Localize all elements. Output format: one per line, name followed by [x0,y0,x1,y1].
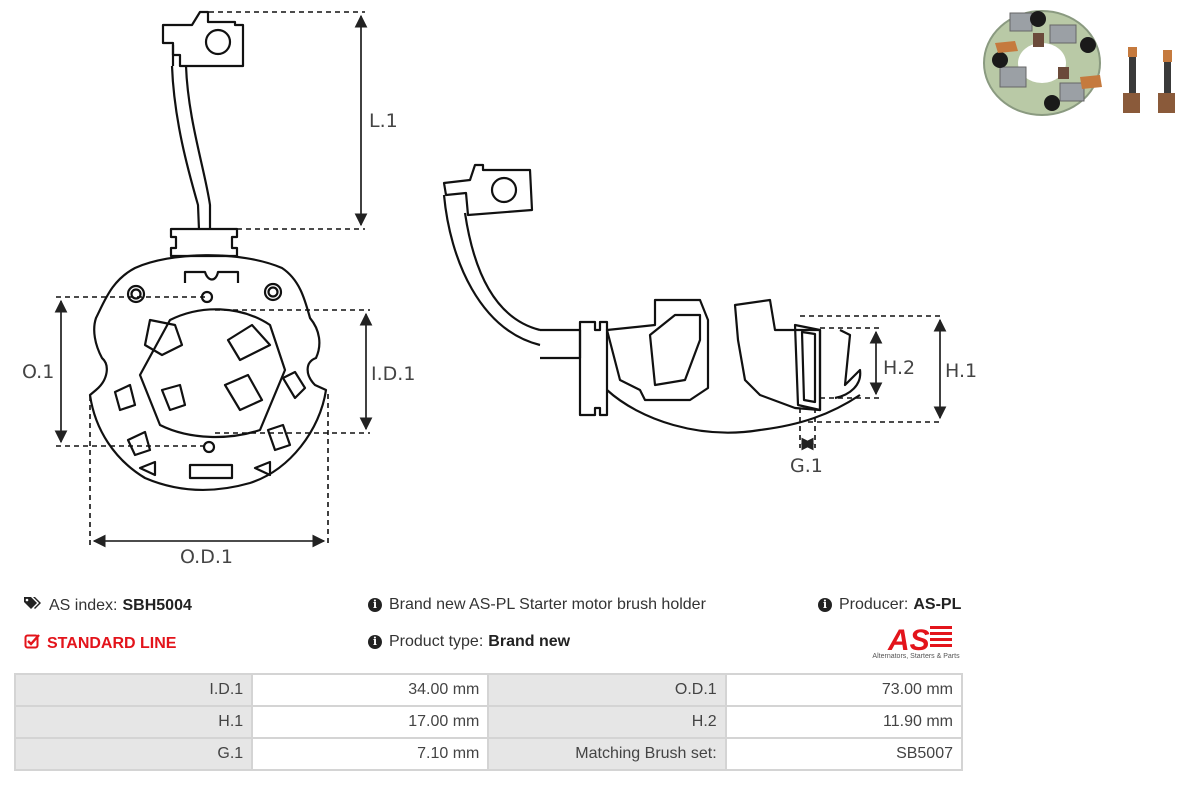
spec-value: 34.00 mm [251,673,490,707]
info-circle-icon: i [368,635,382,649]
label-g1: G.1 [790,455,823,477]
as-index: AS index: SBH5004 [24,596,192,615]
side-view-terminal [442,163,582,360]
spec-key: I.D.1 [13,673,254,707]
as-index-value: SBH5004 [122,596,192,614]
label-id1: I.D.1 [371,363,415,385]
spec-value: 11.90 mm [724,705,964,739]
spec-key: G.1 [13,737,254,771]
spec-key: Matching Brush set: [487,737,727,771]
as-pl-logo: AS Alternators, Starters & Parts [866,622,966,664]
specs-table: I.D.1 34.00 mm O.D.1 73.00 mm H.1 17.00 … [13,673,964,771]
check-square-icon [24,633,40,654]
product-type-value: Brand new [488,633,571,650]
spec-value: 17.00 mm [251,705,490,739]
description-text: Brand new AS-PL Starter motor brush hold… [389,596,706,613]
technical-drawing: L.1 O.1 I.D.1 O.D.1 H.2 H.1 G.1 [22,10,977,568]
spec-key: H.2 [487,705,727,739]
spec-value: 73.00 mm [724,673,964,707]
as-index-label: AS index: [49,596,118,614]
front-view-holder [88,254,328,492]
standard-line-text: STANDARD LINE [47,634,177,652]
front-view-plug [169,227,239,258]
table-row: I.D.1 34.00 mm O.D.1 73.00 mm [13,673,964,707]
table-row: H.1 17.00 mm H.2 11.90 mm [13,705,964,739]
logo-tagline: Alternators, Starters & Parts [872,653,960,660]
label-od1: O.D.1 [180,546,233,568]
info-circle-icon: i [368,598,382,612]
front-view-terminal [161,10,245,231]
label-h1: H.1 [945,360,977,382]
spec-value: 7.10 mm [251,737,490,771]
spec-key: O.D.1 [487,673,727,707]
description: i Brand new AS-PL Starter motor brush ho… [368,596,706,614]
info-circle-icon: i [818,598,832,612]
producer-label: Producer: [839,596,909,613]
producer-value: AS-PL [913,596,962,613]
product-type-label: Product type: [389,633,484,650]
matching-brush-set-value[interactable]: SB5007 [724,737,964,771]
side-view-holder [578,298,862,434]
svg-text:AS: AS [887,624,930,654]
product-type: i Product type: Brand new [368,633,570,651]
tags-icon [24,596,42,615]
label-l1: L.1 [369,110,398,132]
label-o1: O.1 [22,361,54,383]
standard-line-badge: STANDARD LINE [24,633,176,654]
product-photo [983,10,1175,116]
label-h2: H.2 [883,357,915,379]
spec-key: H.1 [13,705,254,739]
table-row: G.1 7.10 mm Matching Brush set: SB5007 [13,737,964,771]
producer: i Producer: AS-PL [818,596,961,614]
as-logo-mark: AS [887,624,952,657]
